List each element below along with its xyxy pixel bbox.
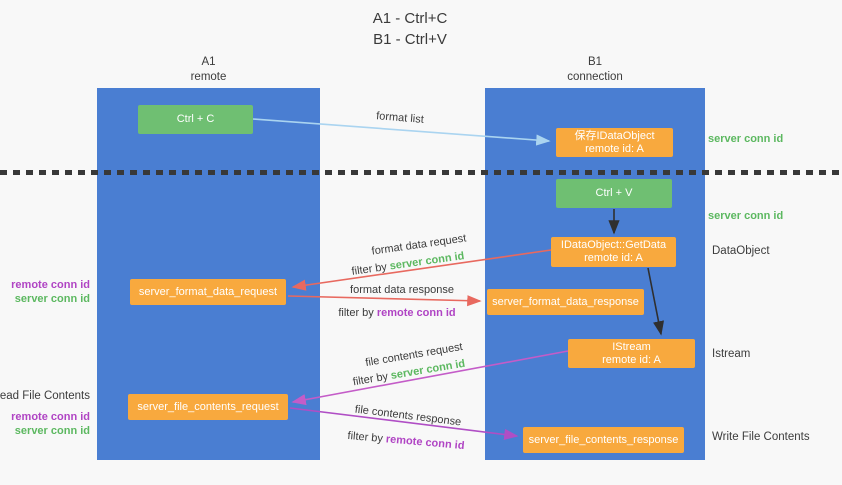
title-line-2: B1 - Ctrl+V <box>373 31 447 48</box>
format-data-response-label: format data response <box>350 284 454 296</box>
phase-separator-dotted-line <box>0 170 842 175</box>
lifeline-header-b1: B1 connection <box>485 55 705 85</box>
server-conn-id-annotation-left-1: server conn id <box>14 293 90 305</box>
filter-by-text: filter by <box>338 307 374 319</box>
server-format-data-request-node: server_format_data_request <box>130 279 286 305</box>
format-request-label: server_format_data_request <box>138 285 278 298</box>
getdata-line2: remote id: A <box>584 252 643 264</box>
format-data-request-arrow <box>291 249 552 291</box>
lifeline-b1-subtitle: connection <box>567 71 623 83</box>
istream-node: IStream remote id: A <box>568 339 695 368</box>
getdata-line1: IDataObject::GetData <box>560 239 667 251</box>
istream-annotation: Istream <box>712 348 751 360</box>
dataobject-annotation: DataObject <box>712 245 770 257</box>
server-conn-id-annotation-top-right: server conn id <box>708 133 784 145</box>
istream-line1: IStream <box>612 340 651 353</box>
file-response-label: server_file_contents_response <box>528 433 679 446</box>
server-conn-id-annotation-mid-right: server conn id <box>708 210 784 222</box>
remote-conn-id-annotation-left-1: remote conn id <box>11 279 90 291</box>
server-format-data-response-node: server_format_data_response <box>487 289 644 315</box>
remote-conn-id-text: remote conn id <box>376 307 456 319</box>
server-file-contents-response-node: server_file_contents_response <box>523 427 684 453</box>
idataobject-getdata-node: IDataObject::GetData remote id: A <box>551 237 676 267</box>
read-file-contents-annotation: Read File Contents <box>0 390 90 402</box>
save-dataobject-node: 保存IDataObject remote id: A <box>556 128 673 157</box>
format-data-response-arrow <box>287 295 482 307</box>
write-file-contents-annotation: Write File Contents <box>712 431 810 443</box>
format-response-label: server_format_data_response <box>492 295 639 308</box>
server-file-contents-request-node: server_file_contents_request <box>128 394 288 420</box>
lifeline-a1-subtitle: remote <box>190 71 227 83</box>
ctrl-c-key-node: Ctrl + C <box>138 105 253 134</box>
ctrl-c-label: Ctrl + C <box>176 113 215 125</box>
getdata-to-istream-arrow <box>647 267 665 336</box>
file-request-label: server_file_contents_request <box>137 400 279 413</box>
remote-conn-id-annotation-left-2: remote conn id <box>11 411 90 423</box>
diagram-title: A1 - Ctrl+C B1 - Ctrl+V <box>0 8 820 50</box>
file-contents-request-arrow <box>291 350 569 406</box>
lifeline-a1-name: A1 <box>201 56 216 68</box>
server-conn-id-annotation-left-2: server conn id <box>14 425 90 437</box>
format-list-arrow <box>252 118 551 146</box>
file-contents-response-arrow <box>289 407 519 440</box>
lifeline-header-a1: A1 remote <box>97 55 320 85</box>
ctrl-v-key-node: Ctrl + V <box>556 179 672 208</box>
title-line-1: A1 - Ctrl+C <box>372 10 448 27</box>
istream-line2: remote id: A <box>602 353 661 366</box>
ctrl-v-label: Ctrl + V <box>595 187 633 199</box>
save-dataobject-line2: remote id: A <box>585 142 644 155</box>
lifeline-b1-name: B1 <box>587 56 603 68</box>
save-dataobject-line1: 保存IDataObject <box>574 129 655 142</box>
